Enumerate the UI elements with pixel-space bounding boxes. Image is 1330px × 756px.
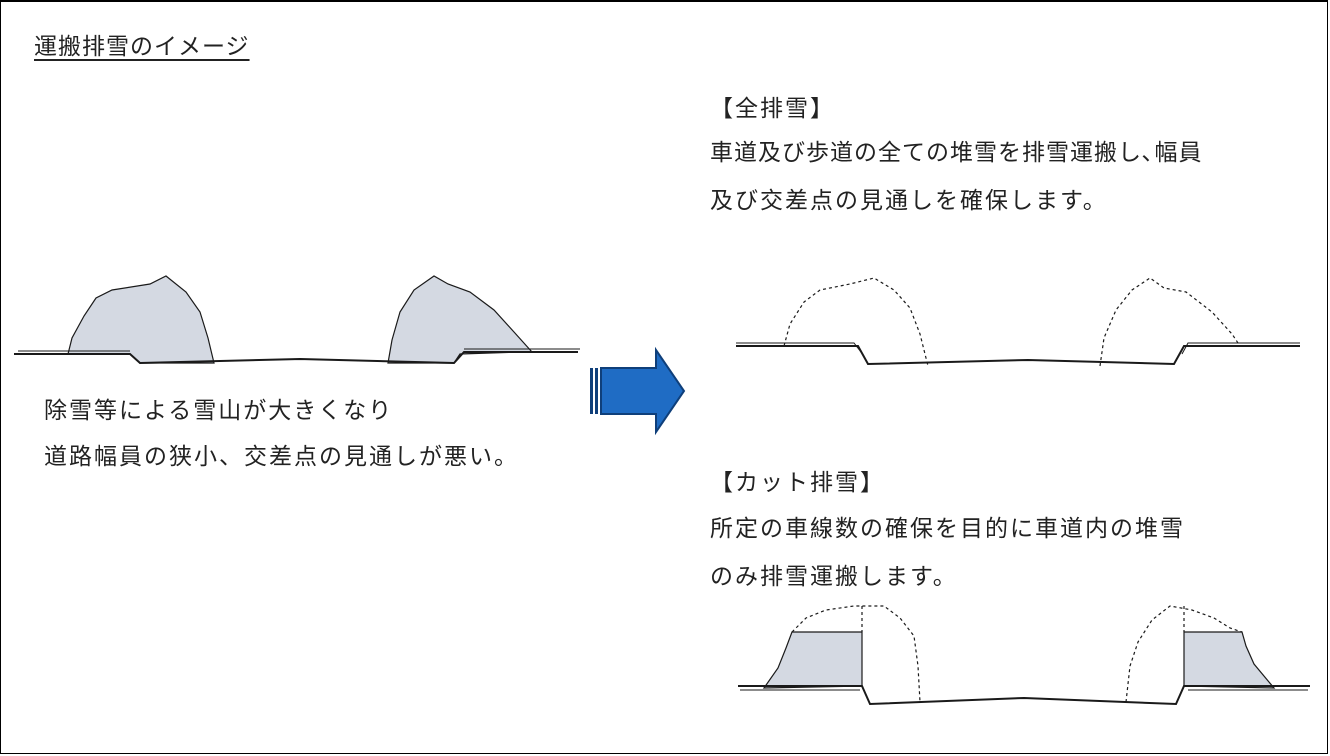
arrow-right-icon [590,346,686,436]
full-removal-line2: 及び交差点の見通しを確保します。 [710,188,1108,214]
removed-snow-right-outline [1125,605,1243,703]
removed-snow-right-outline [1099,277,1241,367]
page-title: 運搬排雪のイメージ [34,34,250,60]
cut-removal-line2: のみ排雪運搬します。 [710,564,958,590]
cut-removal-heading: 【カット排雪】 [710,470,885,496]
full-removal-line1: 車道及び歩道の全ての堆雪を排雪運搬し､幅員 [710,140,1203,166]
road-surface [14,351,578,365]
remaining-snow-right [1183,631,1276,689]
road-before-diagram [14,275,580,365]
road-full-removal-diagram [736,277,1300,367]
road-cut-removal-diagram [738,605,1310,706]
snow-bank-left [67,275,215,364]
full-removal-heading: 【全排雪】 [710,96,835,122]
removed-snow-left-outline [783,277,929,367]
cut-removal-line1: 所定の車線数の確保を目的に車道内の堆雪 [710,516,1185,542]
before-description-line1: 除雪等による雪山が大きくなり [44,398,394,424]
removed-snow-left-outline [791,605,921,703]
snow-bank-right [387,275,534,364]
remaining-snow-left [762,631,863,689]
before-description-line2: 道路幅員の狭小、交差点の見通しが悪い。 [44,444,519,470]
